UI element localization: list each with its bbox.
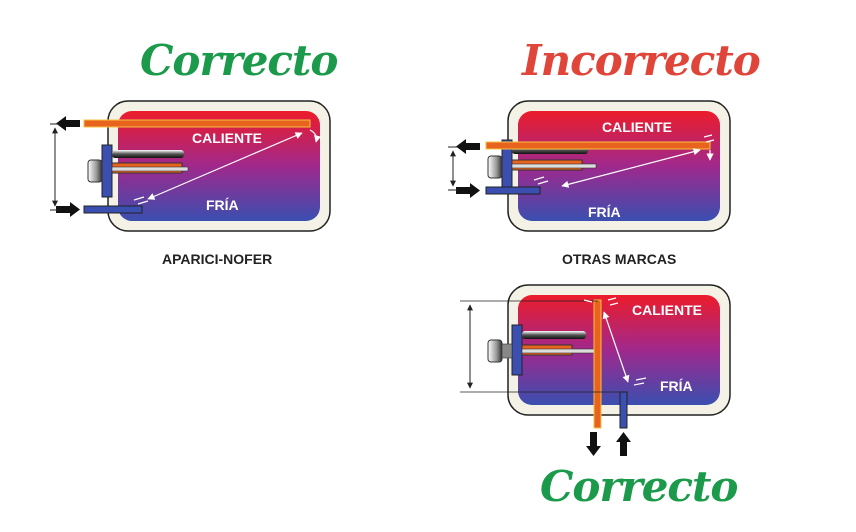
panel-2-tank: CALIENTE FRÍA: [448, 100, 731, 232]
panel-2-hot-label: CALIENTE: [602, 119, 672, 135]
panel-2-hot-out-arrow: [456, 139, 480, 154]
panel-3-cold-pipe: [619, 391, 628, 429]
panel-3-hot-out-arrow: [586, 432, 601, 456]
panel-1-hot-pipe: [83, 119, 311, 128]
panel-3-title: Correcto: [540, 462, 738, 511]
panel-1-title: Correcto: [140, 36, 338, 85]
panel-2-cold-label: FRÍA: [588, 204, 621, 220]
panel-1-cold-label: FRÍA: [206, 197, 239, 213]
panel-2-flow-arrow: [561, 148, 701, 188]
panel-1-flow-arrow: [147, 132, 303, 200]
panel-1-caption: APARICI-NOFER: [162, 251, 273, 267]
panel-3-cold-label: FRÍA: [660, 378, 693, 394]
panel-1-cold-pipe: [83, 205, 143, 214]
panel-2-hot-pipe: [485, 141, 711, 150]
panel-2-title: Incorrecto: [522, 36, 761, 85]
panel-1-hot-label: CALIENTE: [192, 130, 262, 146]
panel-3-heating-element: [487, 324, 597, 376]
panel-1-cold-in-arrow: [56, 202, 80, 217]
panel-3-tank: CALIENTE FRÍA: [460, 284, 731, 456]
panel-3-hot-pipe: [593, 299, 602, 429]
panel-3-cold-in-arrow: [616, 432, 631, 456]
panel-1-hot-out-arrow: [56, 116, 80, 131]
panel-3-flow-arrow: [602, 311, 630, 383]
panel-2-cold-pipe: [485, 186, 541, 195]
panel-2-caption: OTRAS MARCAS: [562, 251, 677, 267]
panel-3-hot-label: CALIENTE: [632, 302, 702, 318]
panel-2-cold-in-arrow: [456, 183, 480, 198]
panel-1-tank: CALIENTE FRÍA: [50, 100, 331, 232]
